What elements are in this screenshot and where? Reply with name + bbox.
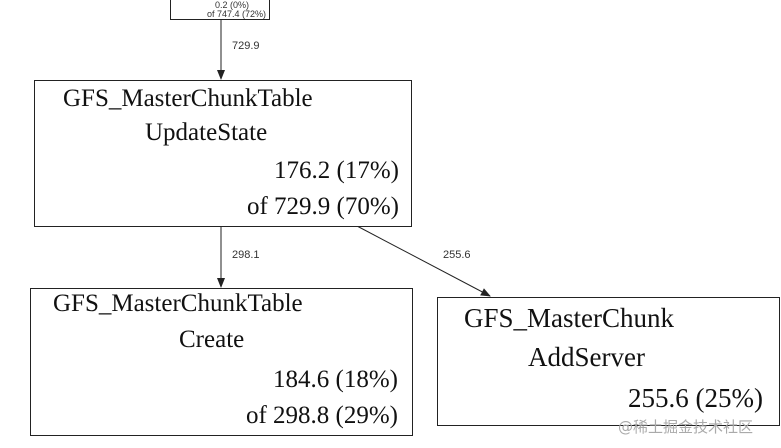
- watermark: @稀土掘金技术社区: [618, 418, 754, 436]
- node-function: AddServer: [528, 342, 645, 372]
- node-self: 255.6 (25%): [628, 383, 763, 413]
- node-self: 176.2 (17%): [274, 157, 399, 184]
- edge-update-addserver: [356, 225, 491, 297]
- node-self: 184.6 (18%): [273, 366, 398, 393]
- node-function: Create: [179, 326, 245, 353]
- node-package: GFS_MasterChunkTable: [63, 85, 313, 112]
- node-top[interactable]: 0.2 (0%) of 747.4 (72%): [170, 0, 270, 20]
- node-self: 0.2 (0%): [214, 0, 249, 10]
- node-package: GFS_MasterChunk: [464, 303, 675, 333]
- node-update-state[interactable]: GFS_MasterChunkTable UpdateState 176.2 (…: [34, 80, 412, 227]
- node-package: GFS_MasterChunkTable: [53, 290, 303, 317]
- node-cum: of 729.9 (70%): [246, 193, 399, 220]
- edge-label: 729.9: [232, 40, 260, 52]
- edge-label: 255.6: [443, 249, 471, 261]
- node-cum: of 298.8 (29%): [245, 402, 398, 429]
- node-create[interactable]: GFS_MasterChunkTable Create 184.6 (18%) …: [30, 288, 413, 436]
- edge-label: 298.1: [232, 249, 260, 261]
- node-addserver[interactable]: GFS_MasterChunk AddServer 255.6 (25%): [437, 297, 780, 426]
- node-cum: of 747.4 (72%): [206, 9, 266, 19]
- node-function: UpdateState: [145, 119, 268, 146]
